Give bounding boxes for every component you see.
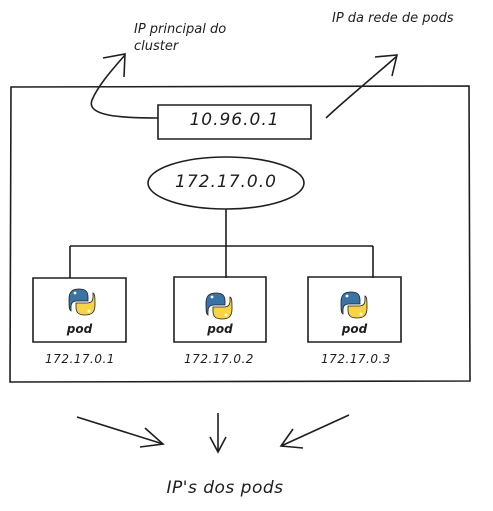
network-connector <box>69 209 374 278</box>
cluster-ip-note: IP principal do cluster <box>134 22 227 54</box>
pod-ip-3: 172.17.0.3 <box>321 352 391 366</box>
pod-box-2 <box>173 276 267 343</box>
pod-box-1 <box>32 277 127 343</box>
cluster-ip-arrow <box>90 54 159 119</box>
pod-network-arrowhead <box>374 54 399 77</box>
pods-ip-arrow-left <box>76 416 164 445</box>
pods-ip-note: IP's dos pods <box>166 478 284 498</box>
pod-network-note: IP da rede de pods <box>332 11 454 26</box>
pod-label-3: pod <box>341 322 368 336</box>
pods-ip-arrowhead-right <box>279 428 304 449</box>
service-box <box>157 104 312 140</box>
pod-label-2: pod <box>207 322 233 336</box>
python-logo-icon <box>205 292 233 320</box>
pod-label-1: pod <box>66 322 93 336</box>
network-ip: 172.17.0.0 <box>175 172 277 192</box>
cluster-ip-arrowhead <box>102 53 126 78</box>
pods-ip-arrowhead-left <box>139 427 165 448</box>
pod-box-3 <box>307 276 402 343</box>
pods-ip-arrowhead-center <box>209 436 227 454</box>
pod-ip-2: 172.17.0.2 <box>184 352 254 366</box>
pod-network-arrow <box>325 55 398 119</box>
pods-ip-arrow-right <box>280 414 350 447</box>
python-logo-icon <box>340 291 368 319</box>
pod-ip-1: 172.17.0.1 <box>45 352 115 366</box>
service-ip: 10.96.0.1 <box>189 110 280 130</box>
python-logo-icon <box>68 288 96 316</box>
cluster-box <box>9 85 471 383</box>
